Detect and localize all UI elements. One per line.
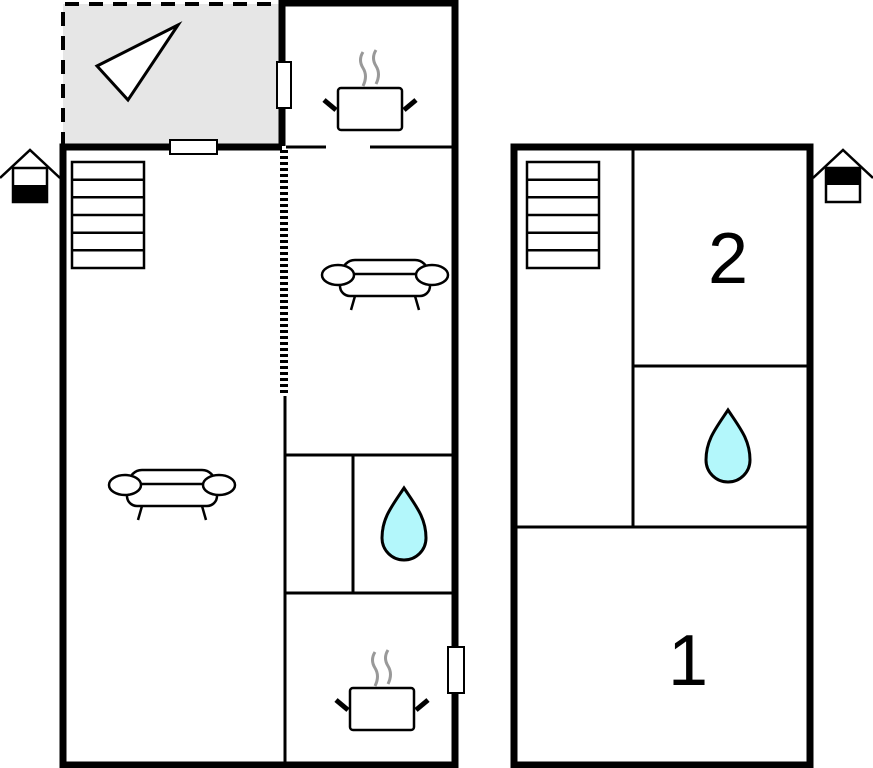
window [169, 139, 218, 155]
room-label-1: 1 [668, 621, 708, 701]
window [447, 646, 465, 694]
window [276, 61, 292, 109]
bathroom-water-drop-icon [704, 408, 752, 484]
room-label-2: 2 [708, 219, 748, 299]
kitchen-pot-icon [336, 650, 428, 730]
terrace [61, 2, 282, 146]
bathroom-water-drop-icon [380, 486, 428, 562]
sofa-icon [320, 258, 450, 312]
stairs-icon [525, 160, 601, 270]
floor-indicator-upper-icon [811, 148, 873, 204]
building-left [59, 0, 465, 768]
kitchen-pot-icon [324, 50, 416, 130]
building-right: 2 1 [510, 143, 814, 768]
sofa-icon [107, 468, 237, 522]
compass-north-arrow-icon [94, 21, 183, 103]
floor-indicator-ground-icon [0, 148, 62, 204]
stairs-icon [70, 160, 146, 270]
